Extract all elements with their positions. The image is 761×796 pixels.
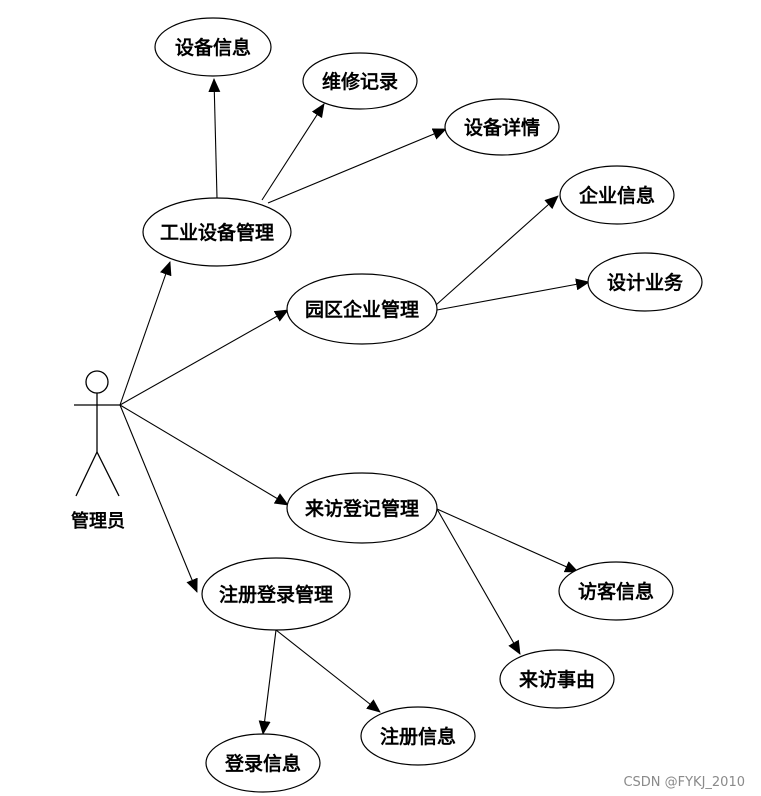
- actor-head: [85, 370, 109, 394]
- usecase-visitor-info-label: 访客信息: [578, 580, 654, 603]
- usecase-design-business: 设计业务: [587, 252, 703, 312]
- edge-signup-signup-info: [275, 629, 381, 713]
- actor-right-leg: [96, 451, 120, 497]
- usecase-login-info: 登录信息: [205, 733, 321, 793]
- usecase-signup-login-mgmt: 注册登录管理: [201, 557, 351, 631]
- usecase-design-business-label: 设计业务: [607, 271, 684, 294]
- edge-actor-park: [119, 309, 289, 406]
- usecase-equipment-info-label: 设备信息: [175, 36, 251, 59]
- actor-label: 管理员: [71, 510, 125, 532]
- edge-industrial-maintenance: [261, 103, 325, 201]
- usecase-equipment-details-label: 设备详情: [464, 116, 540, 139]
- edge-visit-visitor-info: [436, 508, 579, 573]
- usecase-signup-info-label: 注册信息: [380, 725, 456, 748]
- usecase-maintenance-records: 维修记录: [302, 52, 418, 110]
- edge-industrial-details: [267, 128, 447, 204]
- usecase-park-enterprise-mgmt: 园区企业管理: [286, 273, 438, 345]
- usecase-park-enterprise-mgmt-label: 园区企业管理: [305, 298, 419, 321]
- usecase-enterprise-info-label: 企业信息: [578, 184, 655, 207]
- edge-actor-visit: [119, 404, 289, 506]
- usecase-signup-info: 注册信息: [360, 706, 476, 766]
- usecase-industrial-equipment-mgmt-label: 工业设备管理: [160, 221, 274, 244]
- usecase-visit-reason: 来访事由: [499, 649, 615, 709]
- usecase-visit-reason-label: 来访事由: [519, 668, 595, 691]
- usecase-maintenance-records-label: 维修记录: [322, 70, 398, 93]
- edge-signup-login-info: [258, 629, 277, 735]
- edge-industrial-equipment-info: [208, 78, 221, 199]
- edge-park-design: [436, 278, 590, 311]
- actor-admin: 管理员: [71, 370, 125, 532]
- edge-actor-signup: [119, 404, 198, 593]
- usecase-visit-registration-mgmt: 来访登记管理: [286, 472, 438, 544]
- actor-left-leg: [75, 451, 98, 497]
- edge-actor-industrial: [119, 261, 172, 406]
- watermark: CSDN @FYKJ_2010: [623, 775, 745, 790]
- edge-park-enterprise-info: [435, 195, 559, 306]
- edge-visit-reason: [436, 508, 521, 655]
- usecase-equipment-info: 设备信息: [154, 17, 272, 77]
- usecase-visit-registration-mgmt-label: 来访登记管理: [305, 497, 419, 520]
- usecase-signup-login-mgmt-label: 注册登录管理: [219, 583, 333, 606]
- usecase-login-info-label: 登录信息: [224, 752, 301, 775]
- usecase-industrial-equipment-mgmt: 工业设备管理: [142, 197, 292, 267]
- usecase-equipment-details: 设备详情: [444, 98, 560, 156]
- usecase-enterprise-info: 企业信息: [559, 165, 675, 225]
- usecase-visitor-info: 访客信息: [558, 561, 674, 621]
